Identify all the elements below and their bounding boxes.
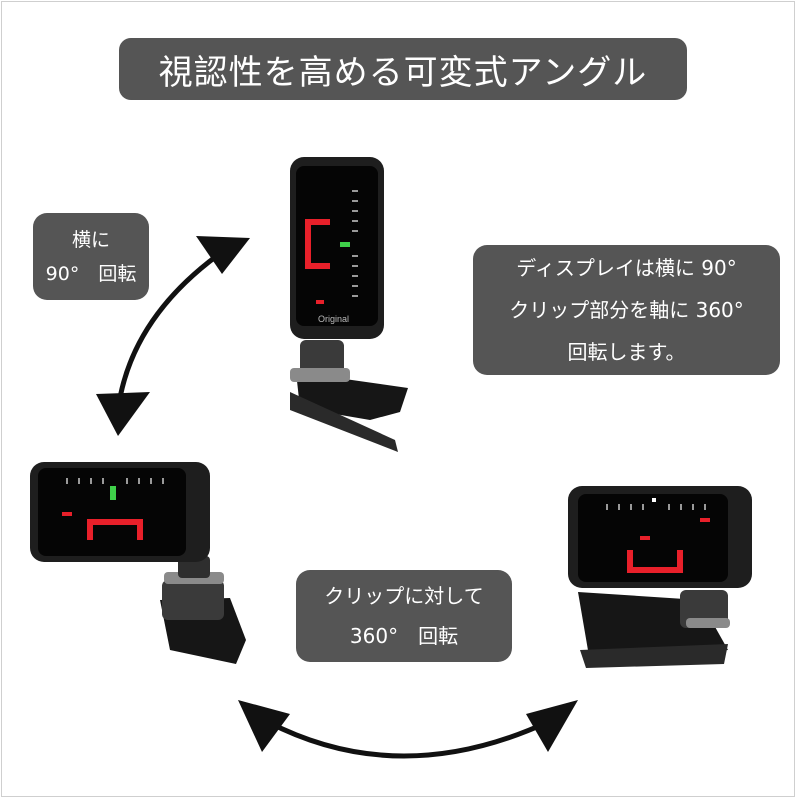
title-text: 視認性を高める可変式アングル (158, 52, 648, 93)
callout-line: 横に (71, 228, 110, 251)
callout-line: クリップに対して (324, 584, 484, 608)
callout-line: ディスプレイは横に 90° (516, 256, 737, 280)
rotate-clip-callout: クリップに対して 360° 回転 (296, 570, 512, 662)
title-banner: 視認性を高める可変式アングル (119, 38, 687, 100)
callout-line: 360° 回転 (349, 624, 459, 648)
callout-line: 90° 回転 (45, 262, 137, 285)
brand-label: Original (318, 314, 349, 324)
display-rotation-callout: ディスプレイは横に 90° クリップ部分を軸に 360° 回転します。 (473, 245, 780, 375)
callout-line: クリップ部分を軸に 360° (509, 298, 744, 322)
callout-line: 回転します。 (567, 340, 686, 364)
rotate-sideways-callout: 横に 90° 回転 (33, 213, 149, 300)
